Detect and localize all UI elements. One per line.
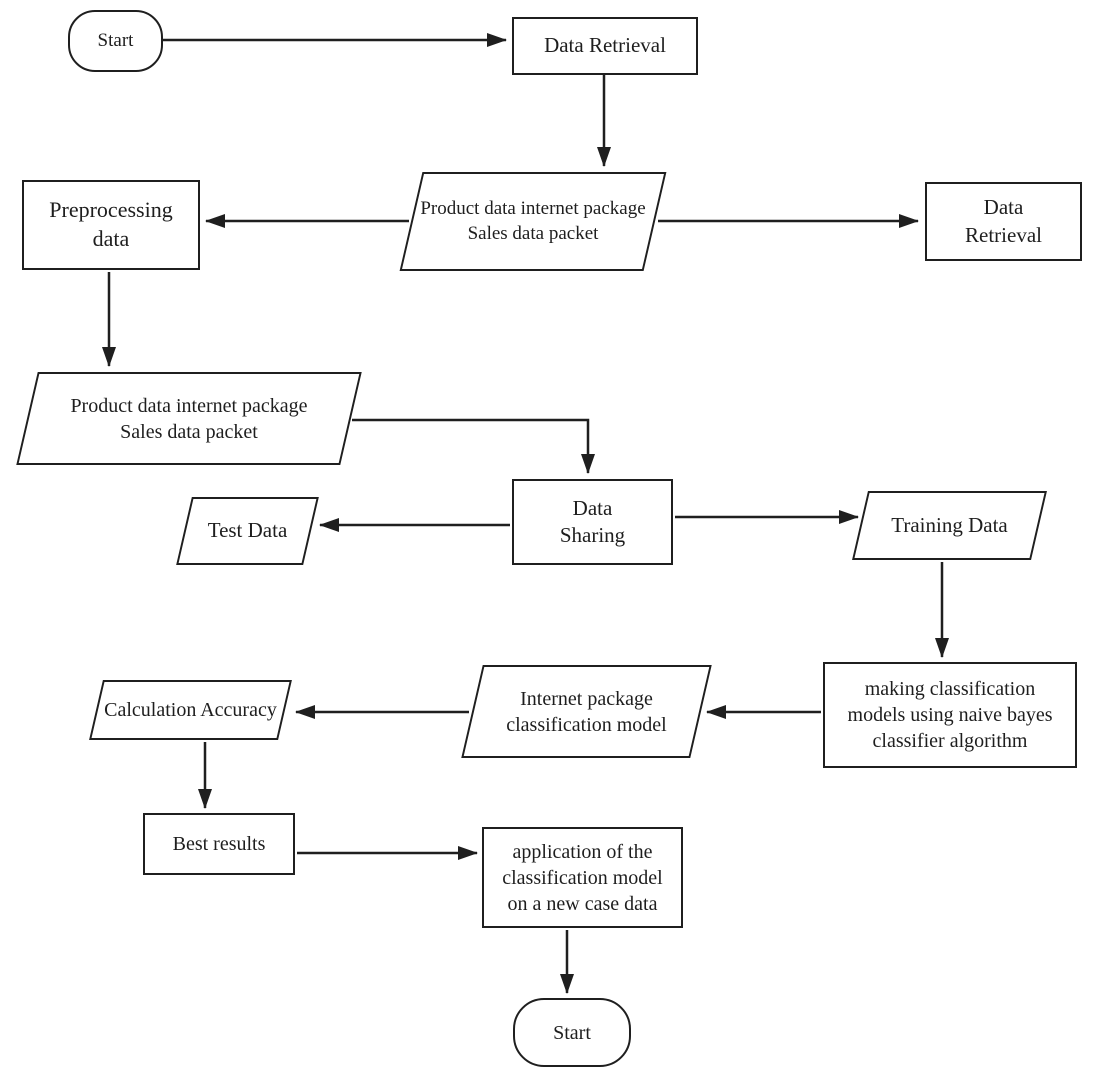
node-preprocessing: Preprocessing data — [22, 180, 200, 270]
node-test-data: Test Data — [175, 497, 320, 565]
node-label: Best results — [172, 833, 266, 855]
node-label: Test Data — [207, 518, 288, 543]
node-label-line2: Sales data packet — [467, 222, 599, 244]
node-label-line1: Data — [983, 195, 1024, 220]
node-label-line2: classification model — [506, 713, 667, 736]
node-label-line1: application of the — [512, 840, 653, 863]
node-label-line1: Product data internet package — [70, 394, 308, 417]
node-label-line1: Data — [572, 495, 613, 520]
node-label-line1: Internet package — [520, 687, 653, 710]
node-label-line1: Preprocessing — [49, 197, 173, 223]
node-label-line2: Retrieval — [965, 222, 1042, 247]
node-label-line2: models using naive bayes — [847, 704, 1053, 726]
node-label-line2: classification model — [502, 866, 663, 889]
arrow-product-sales-left-to-data-sharing — [352, 418, 595, 474]
node-label: Data Retrieval — [544, 33, 666, 58]
node-start-top: Start — [68, 10, 163, 72]
node-data-retrieval-top: Data Retrieval — [512, 17, 698, 75]
node-calculation-accuracy: Calculation Accuracy — [88, 680, 293, 740]
node-application: application of the classification model … — [482, 827, 683, 928]
node-label-line2: Sales data packet — [120, 420, 258, 443]
node-internet-package: Internet package classification model — [460, 665, 713, 758]
node-label-line2: Sharing — [559, 523, 626, 547]
node-best-results: Best results — [143, 813, 295, 875]
node-start-bottom: Start — [513, 998, 631, 1067]
node-label-line3: on a new case data — [507, 892, 658, 915]
node-training-data: Training Data — [851, 491, 1048, 560]
node-product-sales-left: Product data internet package Sales data… — [15, 372, 363, 465]
node-label: Start — [553, 1021, 591, 1044]
node-product-sales-top: Product data internet package Sales data… — [398, 172, 668, 271]
node-label-line1: Product data internet package — [420, 197, 646, 219]
node-making-classification: making classification models using naive… — [823, 662, 1077, 768]
node-label-line3: classifier algorithm — [872, 730, 1028, 752]
node-label: Calculation Accuracy — [104, 699, 277, 721]
node-label: Start — [97, 29, 134, 51]
node-data-sharing: Data Sharing — [512, 479, 673, 565]
node-data-retrieval-right: Data Retrieval — [925, 182, 1082, 261]
node-label-line2: data — [92, 226, 130, 251]
node-label: Training Data — [891, 512, 1008, 537]
node-label-line1: making classification — [864, 678, 1036, 700]
